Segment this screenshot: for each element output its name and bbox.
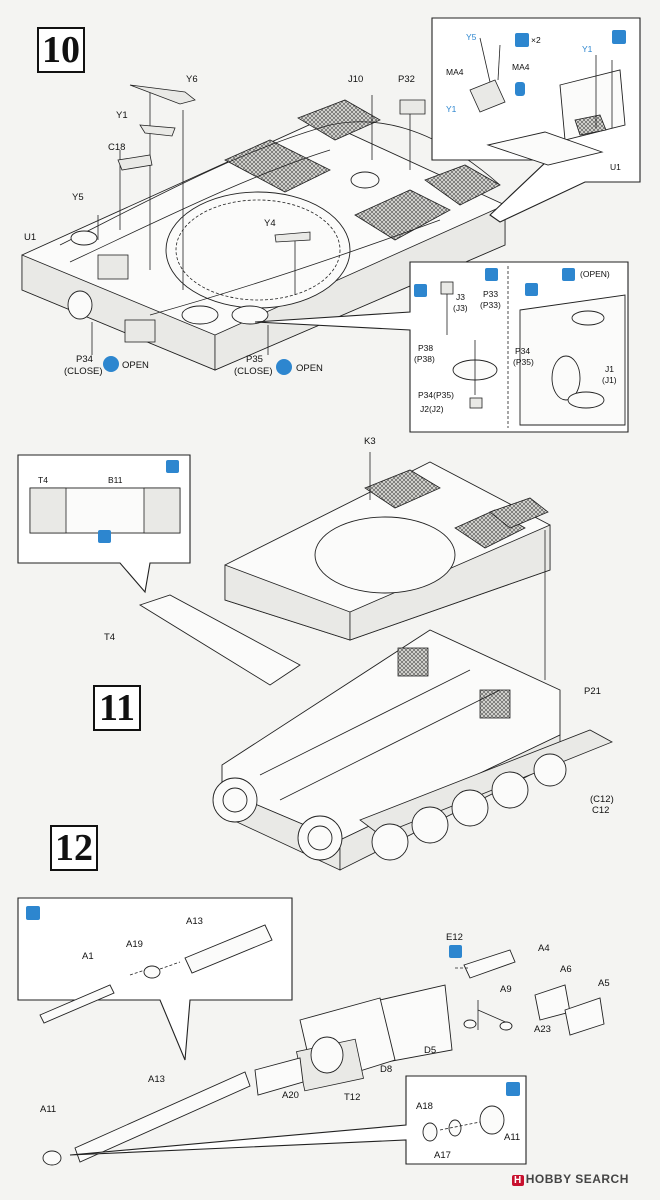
- step12-inset-barrel: A13 A19 A1: [17, 897, 293, 1061]
- label-a1: A1: [82, 951, 94, 962]
- step11-inset: T4 B11: [17, 454, 191, 594]
- label-c12: C12: [592, 805, 609, 816]
- label-j10: J10: [348, 74, 363, 85]
- label-d8: D8: [380, 1064, 392, 1075]
- label-a4: A4: [538, 943, 550, 954]
- inset-label-b11: B11: [108, 475, 123, 485]
- inset-label-y1: Y1: [446, 104, 457, 114]
- step10-inset-hatch: J3 (J3) P33 (P33) P38 (P38) P34(P35) J2(…: [254, 261, 629, 433]
- label-d5: D5: [424, 1045, 436, 1056]
- glue-icon: [166, 460, 179, 473]
- hatch-label-p35r: (P35): [513, 357, 534, 367]
- hatch-label-p38b: (P38): [414, 354, 435, 364]
- label-u1: U1: [24, 232, 36, 243]
- step12-inset-muzzle: A18 A17 A11: [69, 1075, 527, 1165]
- step-number-11: 11: [93, 685, 141, 731]
- label-a5: A5: [598, 978, 610, 989]
- watermark-badge: H: [512, 1175, 524, 1186]
- multiply-icon: [515, 33, 529, 47]
- label-c12-paren: (C12): [590, 794, 614, 805]
- label-a23: A23: [534, 1024, 551, 1035]
- label-a20: A20: [282, 1090, 299, 1101]
- hatch-label-j1b: (J1): [602, 375, 617, 385]
- label-a11-inset: A11: [504, 1132, 520, 1143]
- label-p21: P21: [584, 686, 601, 697]
- info-icon: [562, 268, 575, 281]
- label-y5: Y5: [72, 192, 84, 203]
- label-a11: A11: [40, 1104, 56, 1115]
- hatch-label-j3b: (J3): [453, 303, 468, 313]
- hatch-label-j3: J3: [456, 292, 465, 302]
- label-y4: Y4: [264, 218, 276, 229]
- open-info-icon: [103, 356, 119, 372]
- inset-label-ma4: MA4: [512, 62, 530, 72]
- inset-label-t4: T4: [38, 475, 48, 485]
- label-p32: P32: [398, 74, 415, 85]
- inset-label-u1: U1: [610, 162, 621, 172]
- label-a17: A17: [434, 1150, 451, 1161]
- step10-inset-top: Y5 ×2 MA4 MA4 Y1 Y1 U1: [431, 17, 641, 223]
- label-p35-close: (CLOSE): [234, 366, 273, 377]
- hatch-label-j1: J1: [605, 364, 614, 374]
- watermark-text: HOBBY SEARCH: [525, 1172, 629, 1186]
- label-p34-open: OPEN: [122, 360, 149, 371]
- label-a6: A6: [560, 964, 572, 975]
- label-p34: P34: [76, 354, 93, 365]
- bracket-part: [469, 79, 506, 113]
- hatch-label-open: (OPEN): [580, 269, 610, 279]
- step12-labels: E12 A4 A6 A5 A9 A23 D5 D8 T12 A20 A13 A1…: [40, 932, 610, 1115]
- paint-drop-icon: [515, 82, 525, 96]
- hatch-label-p38: P38: [418, 343, 433, 353]
- label-p34-close: (CLOSE): [64, 366, 103, 377]
- glue-icon: [26, 906, 40, 920]
- label-p35-open: OPEN: [296, 363, 323, 374]
- step-number-12: 12: [50, 825, 98, 871]
- step11-engine-deck: [224, 452, 551, 680]
- info-icon: [485, 268, 498, 281]
- hatch-label-j2: J2(J2): [420, 404, 444, 414]
- label-a18: A18: [416, 1101, 433, 1112]
- label-t12: T12: [344, 1092, 360, 1103]
- label-y1: Y1: [116, 110, 128, 121]
- glue-icon: [506, 1082, 520, 1096]
- label-a9: A9: [500, 984, 512, 995]
- label-a13-top: A13: [186, 916, 203, 927]
- label-e12: E12: [446, 932, 463, 943]
- hatch-label-p34r: P34: [515, 346, 530, 356]
- label-k3: K3: [364, 436, 376, 447]
- label-t4: T4: [104, 632, 115, 643]
- step11-rear-plate: [138, 594, 301, 686]
- step11-labels: T4 K3 P21 (C12) C12: [104, 436, 614, 816]
- step10-hull-deck: [21, 84, 506, 371]
- info-icon: [449, 945, 462, 958]
- inset-label-ma4: MA4: [446, 67, 464, 77]
- label-a13-bottom: A13: [148, 1074, 165, 1085]
- step10-labels: Y6 Y1 C18 Y5 U1 J10 P32 Y4 P34 (CLOSE) O…: [24, 74, 415, 377]
- inset-label-x2: ×2: [531, 35, 541, 45]
- label-a19: A19: [126, 939, 143, 950]
- open-info-icon: [276, 359, 292, 375]
- glue-icon: [612, 30, 626, 44]
- hatch-label-p33: P33: [483, 289, 498, 299]
- step11-hull: [212, 629, 613, 871]
- hatch-label-p34: P34(P35): [418, 390, 454, 400]
- step-number-10: 10: [37, 27, 85, 73]
- inset-label-y5: Y5: [466, 32, 477, 42]
- step12-mantlet: [42, 945, 605, 1166]
- hatch-label-p33b: (P33): [480, 300, 501, 310]
- label-p35: P35: [246, 354, 263, 365]
- label-y6: Y6: [186, 74, 198, 85]
- paint-icon: [525, 283, 538, 296]
- glue-icon: [414, 284, 427, 297]
- paint-icon: [98, 530, 111, 543]
- label-c18: C18: [108, 142, 125, 153]
- inset-label-y1: Y1: [582, 44, 593, 54]
